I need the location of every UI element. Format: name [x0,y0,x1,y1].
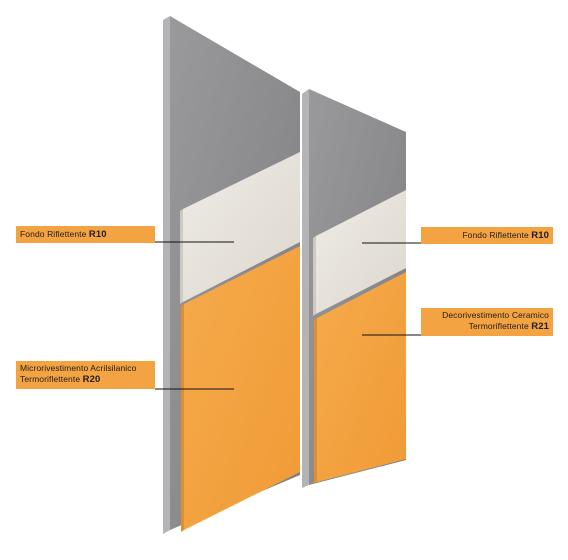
label-right-primer-text: Fondo Riflettente [462,230,532,240]
left-wall-panel [163,16,300,534]
left-primer-layer [183,152,300,302]
right-wall-panel [302,89,406,488]
right-panel-side-edge [302,89,309,488]
left-primer-edge [180,209,183,304]
left-orange-edge [181,304,184,532]
left-orange-coating [184,246,300,530]
label-left-coating-line2: Termoriflettente [20,374,83,384]
label-right-coating: Decorivestimento Ceramico Termorifletten… [421,308,553,336]
left-panel-side-edge [163,16,170,534]
right-orange-edge [314,318,317,484]
label-right-coating-line1: Decorivestimento Ceramico [442,310,549,320]
label-left-primer: Fondo Riflettente R10 [16,226,155,243]
label-right-primer: Fondo Riflettente R10 [421,227,553,244]
label-left-primer-text: Fondo Riflettente [20,229,89,239]
label-right-coating-code: R21 [531,321,549,332]
right-primer-layer [316,190,406,314]
label-right-primer-code: R10 [531,230,549,241]
label-left-coating-code: R20 [82,374,101,385]
leader-lines [155,241,421,390]
label-right-coating-line2: Termoriflettente [468,321,532,331]
label-left-coating: Microrivestimento Acrilsilanico Termorif… [16,361,155,389]
label-left-coating-line1: Microrivestimento Acrilsilanico [20,363,137,373]
right-orange-coating [317,272,406,482]
right-primer-edge [313,236,316,316]
label-left-primer-code: R10 [88,229,107,240]
